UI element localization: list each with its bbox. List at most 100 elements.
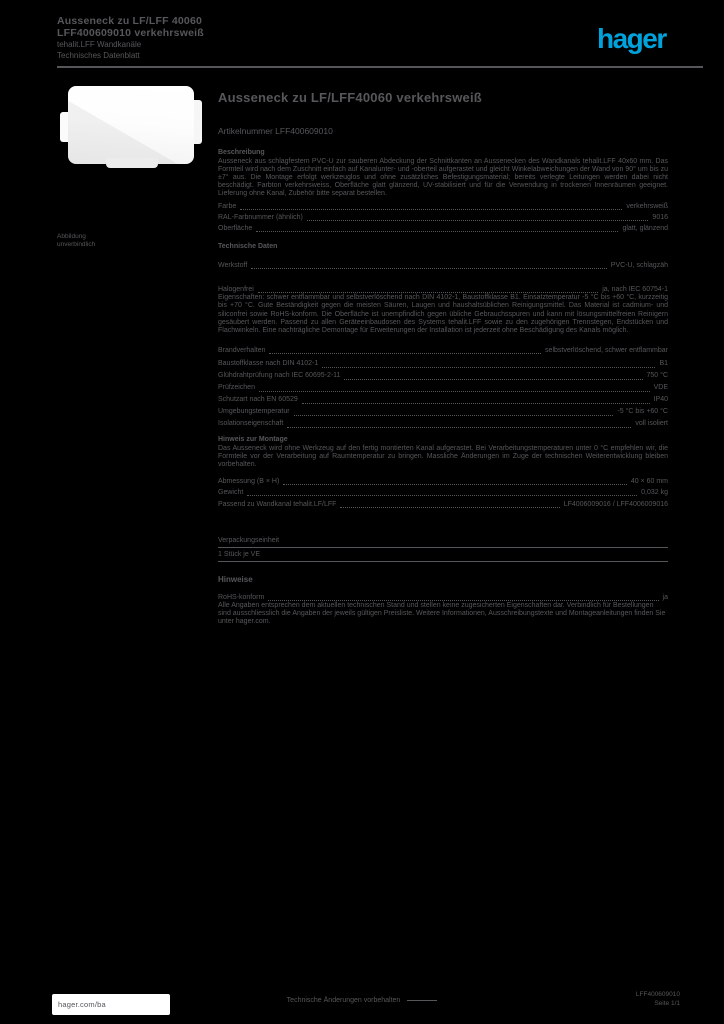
spec-label: Schutzart nach EN 60529 [218,396,298,403]
spec-label: Farbe [218,203,237,210]
packaging-caption: Verpackungseinheit [218,537,280,544]
packaging-rule-top [218,547,668,548]
properties-text: Eigenschaften: schwer entflammbar und se… [218,294,668,335]
spec-row: Umgebungstemperatur -5 °C bis +60 °C [218,406,668,418]
spec-row: Schutzart nach EN 60529 IP40 [218,394,668,406]
product-image [60,84,202,168]
footer-site-box: hager.com/ba [52,994,170,1015]
packaging-table: Verpackungseinheit 1 Stück je VE [218,536,668,562]
notes-text: Alle Angaben entsprechen dem aktuellen t… [218,602,666,625]
dotted-leader [268,600,659,601]
spec-label: Werkstoff [218,262,248,269]
spec-rows-material: Werkstoff PVC-U, schlagzäh [218,260,668,271]
spec-row-rohs: RoHS-konform ja [218,592,668,603]
spec-value: voll isoliert [635,420,668,427]
description-text: Ausseneck aus schlagfestem PVC-U zur sau… [218,158,668,197]
packaging-rule-bottom [218,561,668,562]
spec-value: PVC-U, schlagzäh [610,262,668,269]
spec-label: Brandverhalten [218,347,266,354]
header-product-line2: LFF400609010 verkehrsweiß [57,27,204,39]
packaging-value: 1 Stück je VE [218,551,261,558]
footer-page-number: Seite 1/1 [654,1000,680,1007]
footer-center-text: Technische Änderungen vorbehalten [286,997,401,1004]
spec-rows-standards: Baustoffklasse nach DIN 4102-1 B1 Glühdr… [218,358,668,430]
header-rule [57,66,703,68]
spec-value: 9016 [652,214,668,221]
footer-right: LFF400609010 Seite 1/1 [636,990,680,1008]
spec-value: B1 [659,360,668,367]
spec-row-halogen: Halogenfrei ja, nach IEC 60754-1 [218,284,668,295]
spec-value: glatt, glänzend [622,225,668,232]
product-image-notch [106,158,158,168]
header-product-line1: Ausseneck zu LF/LFF 40060 [57,15,203,27]
mounting-note-text: Das Ausseneck wird ohne Werkzeug auf den… [218,445,668,468]
product-image-body [68,86,194,164]
spec-value: 40 × 60 mm [630,478,668,485]
dotted-leader [344,379,643,380]
footer-reference: LFF400609010 [635,991,680,998]
hager-logo: hager [597,23,667,54]
spec-row: Gewicht 0,032 kg [218,487,668,498]
spec-label: Isolationseigenschaft [218,420,284,427]
spec-value: VDE [653,384,668,391]
page-title: Ausseneck zu LF/LFF40060 verkehrsweiß [218,90,482,105]
spec-row: Prüfzeichen VDE [218,382,668,394]
spec-label: Oberfläche [218,225,253,232]
dotted-leader [293,415,614,416]
description-heading: Beschreibung [218,149,265,156]
dotted-leader [287,427,632,428]
header-range: tehalit.LFF Wandkanäle [57,40,142,49]
spec-label: RAL-Farbnummer (ähnlich) [218,214,303,221]
spec-row: Isolationseigenschaft voll isoliert [218,418,668,430]
spec-rows-general: Farbe verkehrsweiß RAL-Farbnummer (ähnli… [218,201,668,234]
spec-row: RoHS-konform ja [218,592,668,603]
dotted-leader [247,495,638,496]
spec-value: 750 °C [646,372,668,379]
spec-value: -5 °C bis +60 °C [617,408,668,415]
spec-row: Werkstoff PVC-U, schlagzäh [218,260,668,271]
spec-row: Glühdrahtprüfung nach IEC 60695-2-11 750… [218,370,668,382]
spec-value: verkehrsweiß [626,203,668,210]
spec-row-compatibility: Passend zu Wandkanal tehalit.LF/LFF LF40… [218,499,668,510]
spec-value: ja [662,594,668,601]
spec-row-fire: Brandverhalten selbstverlöschend, schwer… [218,345,668,356]
dotted-leader [257,292,599,293]
spec-row: Baustoffklasse nach DIN 4102-1 B1 [218,358,668,370]
spec-value: LF4006009016 / LFF4006009016 [563,501,668,508]
spec-label: Gewicht [218,489,244,496]
spec-row: Brandverhalten selbstverlöschend, schwer… [218,345,668,356]
spec-label: RoHS-konform [218,594,265,601]
section-heading-technical: Technische Daten [218,243,278,250]
mounting-note-heading: Hinweis zur Montage [218,436,288,443]
spec-value: 0,032 kg [641,489,668,496]
spec-label: Abmessung (B × H) [218,478,280,485]
spec-row: Halogenfrei ja, nach IEC 60754-1 [218,284,668,295]
dotted-leader [240,209,623,210]
dotted-leader [258,391,650,392]
dotted-leader [340,507,560,508]
spec-value: IP40 [653,396,668,403]
dotted-leader [269,353,542,354]
footer-site-link[interactable]: hager.com/ba [58,1000,106,1009]
spec-value: ja, nach IEC 60754-1 [602,286,668,293]
spec-label: Prüfzeichen [218,384,255,391]
footer-center-dash [407,1000,438,1001]
spec-row: Farbe verkehrsweiß [218,201,668,212]
spec-value: selbstverlöschend, schwer entflammbar [545,347,668,354]
dotted-leader [306,220,649,221]
product-image-facet [68,86,194,164]
header-doc-type: Technisches Datenblatt [57,51,140,60]
dotted-leader [251,268,607,269]
spec-row: Passend zu Wandkanal tehalit.LF/LFF LF40… [218,499,668,510]
spec-rows-dimensions: Abmessung (B × H) 40 × 60 mm Gewicht 0,0… [218,476,668,498]
dotted-leader [283,484,627,485]
notes-heading: Hinweise [218,575,253,584]
footer-center: Technische Änderungen vorbehalten [0,997,724,1004]
image-note-line1: Abbildung [57,233,86,240]
spec-label: Passend zu Wandkanal tehalit.LF/LFF [218,501,337,508]
image-note: Abbildung unverbindlich [57,233,95,249]
article-number: Artikelnummer LFF400609010 [218,126,333,136]
spec-label: Baustoffklasse nach DIN 4102-1 [218,360,319,367]
spec-row: RAL-Farbnummer (ähnlich) 9016 [218,212,668,223]
